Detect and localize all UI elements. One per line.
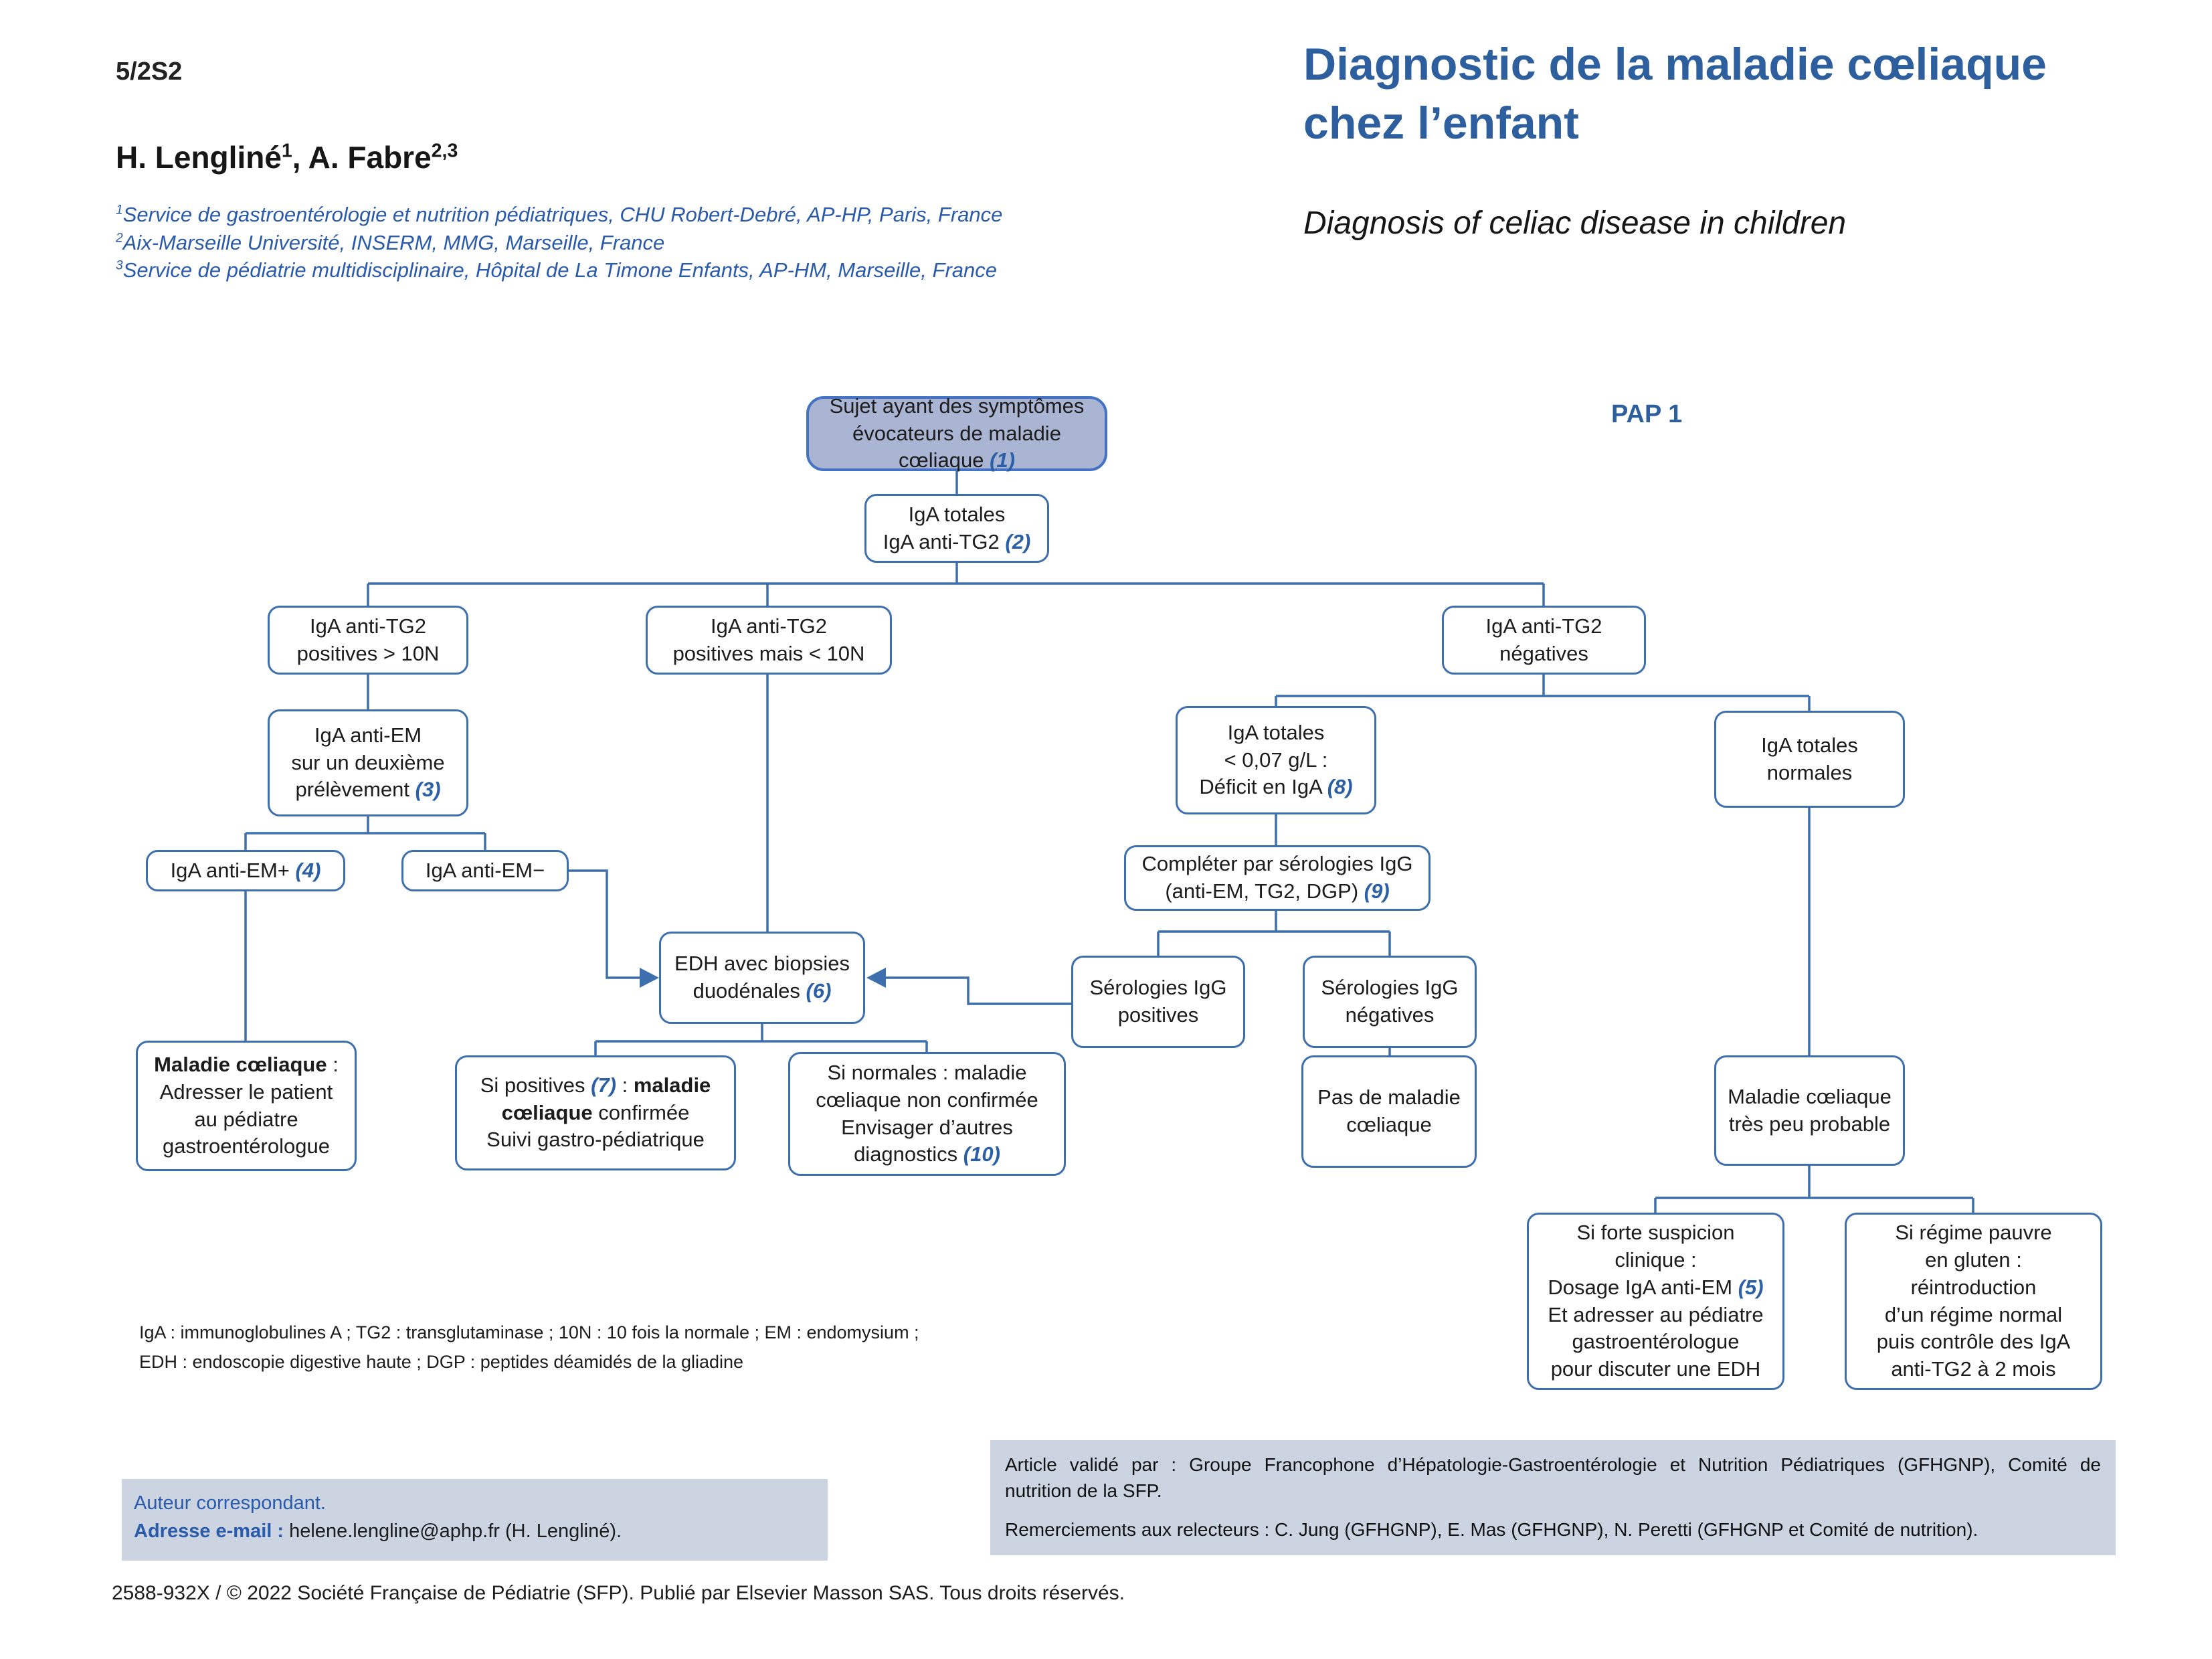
page-title-en: Diagnosis of celiac disease in children xyxy=(1303,205,1847,241)
issue-code: 5/2S2 xyxy=(116,58,183,86)
validation-box: Article validé par : Groupe Francophone … xyxy=(990,1440,2116,1555)
arrow-into-edh-right xyxy=(866,968,886,988)
page-title-fr: Diagnostic de la maladie cœliaque chez l… xyxy=(1303,35,2200,153)
node-em-negative: IgA anti-EM− xyxy=(401,850,569,891)
authors-line: H. Lengliné1, A. Fabre2,3 xyxy=(116,140,458,175)
copyright-line: 2588-932X / © 2022 Société Française de … xyxy=(112,1582,1125,1604)
affiliations: 1Service de gastroentérologie et nutriti… xyxy=(116,203,1003,282)
page-title-fr-line2: chez l’enfant xyxy=(1303,98,1579,149)
page-title-fr-line1: Diagnostic de la maladie cœliaque xyxy=(1303,39,2047,90)
correspondent-box: Auteur correspondant.Adresse e-mail : he… xyxy=(122,1479,828,1561)
arrow-into-edh-left xyxy=(640,968,659,988)
abbreviations-footnote: IgA : immunoglobulines A ; TG2 : transgl… xyxy=(139,1322,919,1372)
node-iga-deficit: IgA totales< 0,07 g/L :Déficit en IgA (8… xyxy=(1176,706,1376,814)
pap-label: PAP 1 xyxy=(1611,400,1683,428)
node-em-positive: IgA anti-EM+ (4) xyxy=(146,850,345,891)
node-completer-igg: Compléter par sérologies IgG(anti-EM, TG… xyxy=(1124,845,1431,911)
